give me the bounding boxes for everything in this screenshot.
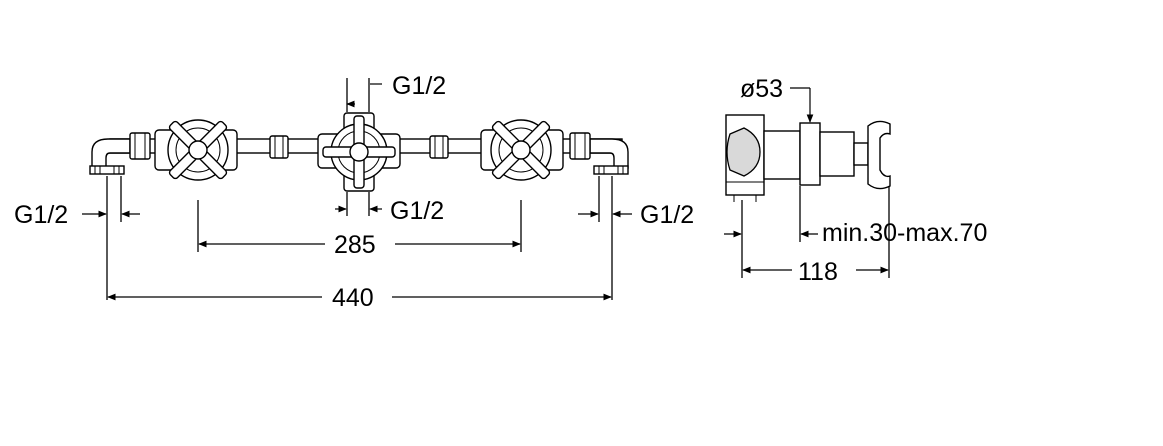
left-valve xyxy=(154,119,238,181)
side-spindle xyxy=(853,142,869,166)
label-g12-left: G1/2 xyxy=(14,201,68,229)
outlet-thread-dimension-lines xyxy=(82,176,632,300)
pipe-nuts xyxy=(129,132,591,160)
label-440: 440 xyxy=(332,284,374,312)
label-g12-bottom: G1/2 xyxy=(390,197,444,225)
left-elbow-fitting xyxy=(89,138,131,175)
side-dimension-lines xyxy=(724,87,890,278)
label-g12-top: G1/2 xyxy=(392,72,446,100)
side-housing xyxy=(763,130,801,180)
center-thread-dimension-lines xyxy=(335,78,382,216)
side-view xyxy=(724,87,891,278)
label-285: 285 xyxy=(334,231,376,259)
side-handle xyxy=(867,120,891,190)
front-view xyxy=(82,78,632,301)
right-elbow-fitting xyxy=(589,138,629,175)
side-cartridge xyxy=(819,131,855,177)
label-g12-right: G1/2 xyxy=(640,201,694,229)
side-nut xyxy=(726,127,761,177)
spacing-dimension-lines xyxy=(107,200,612,301)
center-diverter-valve xyxy=(317,112,401,192)
label-118: 118 xyxy=(798,258,838,286)
label-min-max: min.30-max.70 xyxy=(822,219,987,247)
label-diameter-53: ø53 xyxy=(740,75,783,103)
right-valve xyxy=(480,119,564,181)
side-flange xyxy=(799,122,821,186)
